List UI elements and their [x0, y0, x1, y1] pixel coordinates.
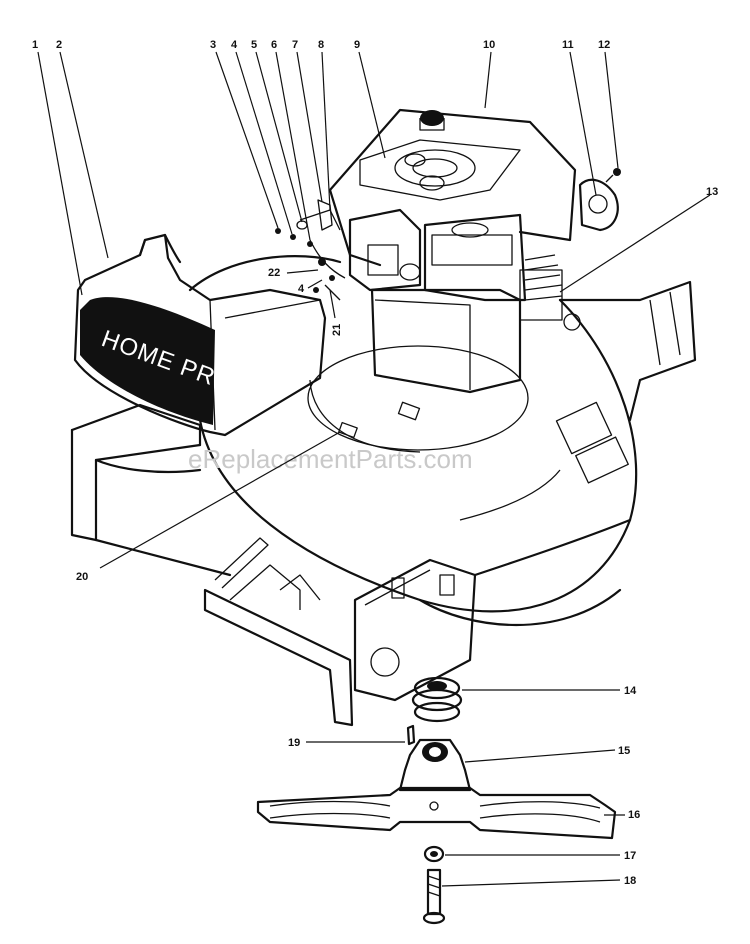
callout-17: 17: [624, 850, 636, 862]
brand-plate: HOME PRO: [80, 297, 238, 425]
woodruff-key: [406, 724, 416, 746]
callout-6: 6: [271, 39, 277, 51]
mower-blade: [256, 786, 617, 840]
watermark-text: eReplacementParts.com: [188, 444, 473, 474]
hood-cover: [73, 233, 327, 437]
callout-14: 14: [624, 685, 637, 697]
callout-11: 11: [562, 39, 574, 51]
callout-labels: 1 2 3 4 5 6 7 8 9 10 11 12 13 14 15 16 1…: [32, 39, 718, 887]
callout-4: 4: [231, 39, 238, 51]
callout-4-secondary: 4: [298, 283, 305, 295]
callout-8: 8: [318, 39, 324, 51]
callout-16: 16: [628, 809, 640, 821]
callout-15: 15: [618, 745, 630, 757]
callout-19: 19: [288, 737, 300, 749]
callout-5: 5: [251, 39, 257, 51]
callout-18: 18: [624, 875, 636, 887]
callout-10: 10: [483, 39, 495, 51]
leader-lines: [37, 51, 711, 887]
callout-2: 2: [56, 39, 62, 51]
callout-21: 21: [331, 324, 343, 336]
callout-12: 12: [598, 39, 610, 51]
blade-adapter-spring: [411, 676, 463, 723]
blade-adapter: [398, 738, 472, 792]
hardware-cluster: [275, 199, 341, 301]
callout-1: 1: [32, 39, 38, 51]
mower-deck: [70, 255, 697, 727]
blade-washer: [423, 845, 445, 863]
callout-20: 20: [76, 571, 88, 583]
callout-22: 22: [268, 267, 280, 279]
callout-3: 3: [210, 39, 216, 51]
engine: [299, 108, 577, 394]
blade-bolt: [422, 868, 446, 925]
muffler-bolt: [605, 168, 621, 183]
callout-7: 7: [292, 39, 298, 51]
callout-9: 9: [354, 39, 360, 51]
muffler: [578, 178, 619, 232]
callout-13: 13: [706, 186, 718, 198]
